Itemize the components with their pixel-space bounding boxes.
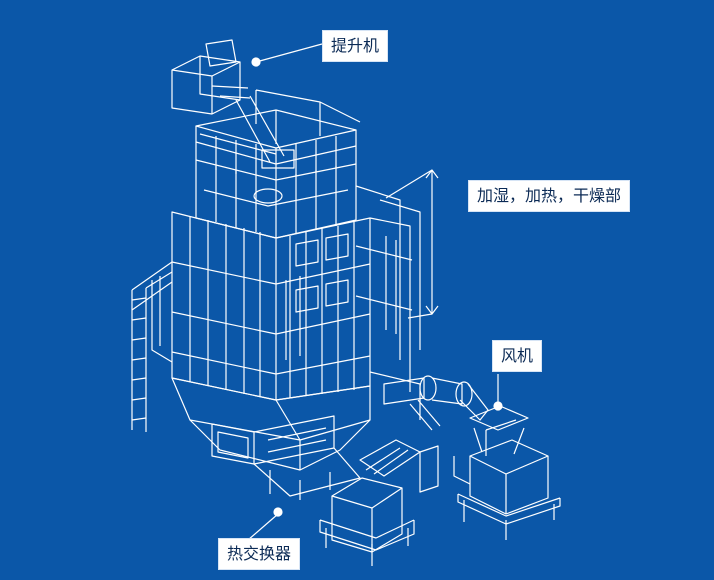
upper-duct <box>383 375 489 431</box>
lower-duct <box>359 439 439 493</box>
label-elevator: 提升机 <box>322 30 389 62</box>
lower-fan <box>319 477 415 566</box>
right-fan <box>453 405 561 540</box>
label-fan: 风机 <box>492 340 543 372</box>
dimension-bracket <box>385 169 439 319</box>
lower-hopper <box>171 377 371 471</box>
left-stair <box>131 261 173 432</box>
label-heat-exchanger: 热交换器 <box>218 538 301 570</box>
top-railing <box>195 89 361 181</box>
elevator-chute <box>235 95 295 169</box>
right-frame <box>285 185 421 420</box>
label-dry-section: 加湿，加热，干燥部 <box>468 180 631 212</box>
main-body <box>171 211 371 401</box>
leader-lines <box>247 43 503 541</box>
elevator-head <box>171 39 251 115</box>
heat-exchanger-unit <box>211 415 361 500</box>
